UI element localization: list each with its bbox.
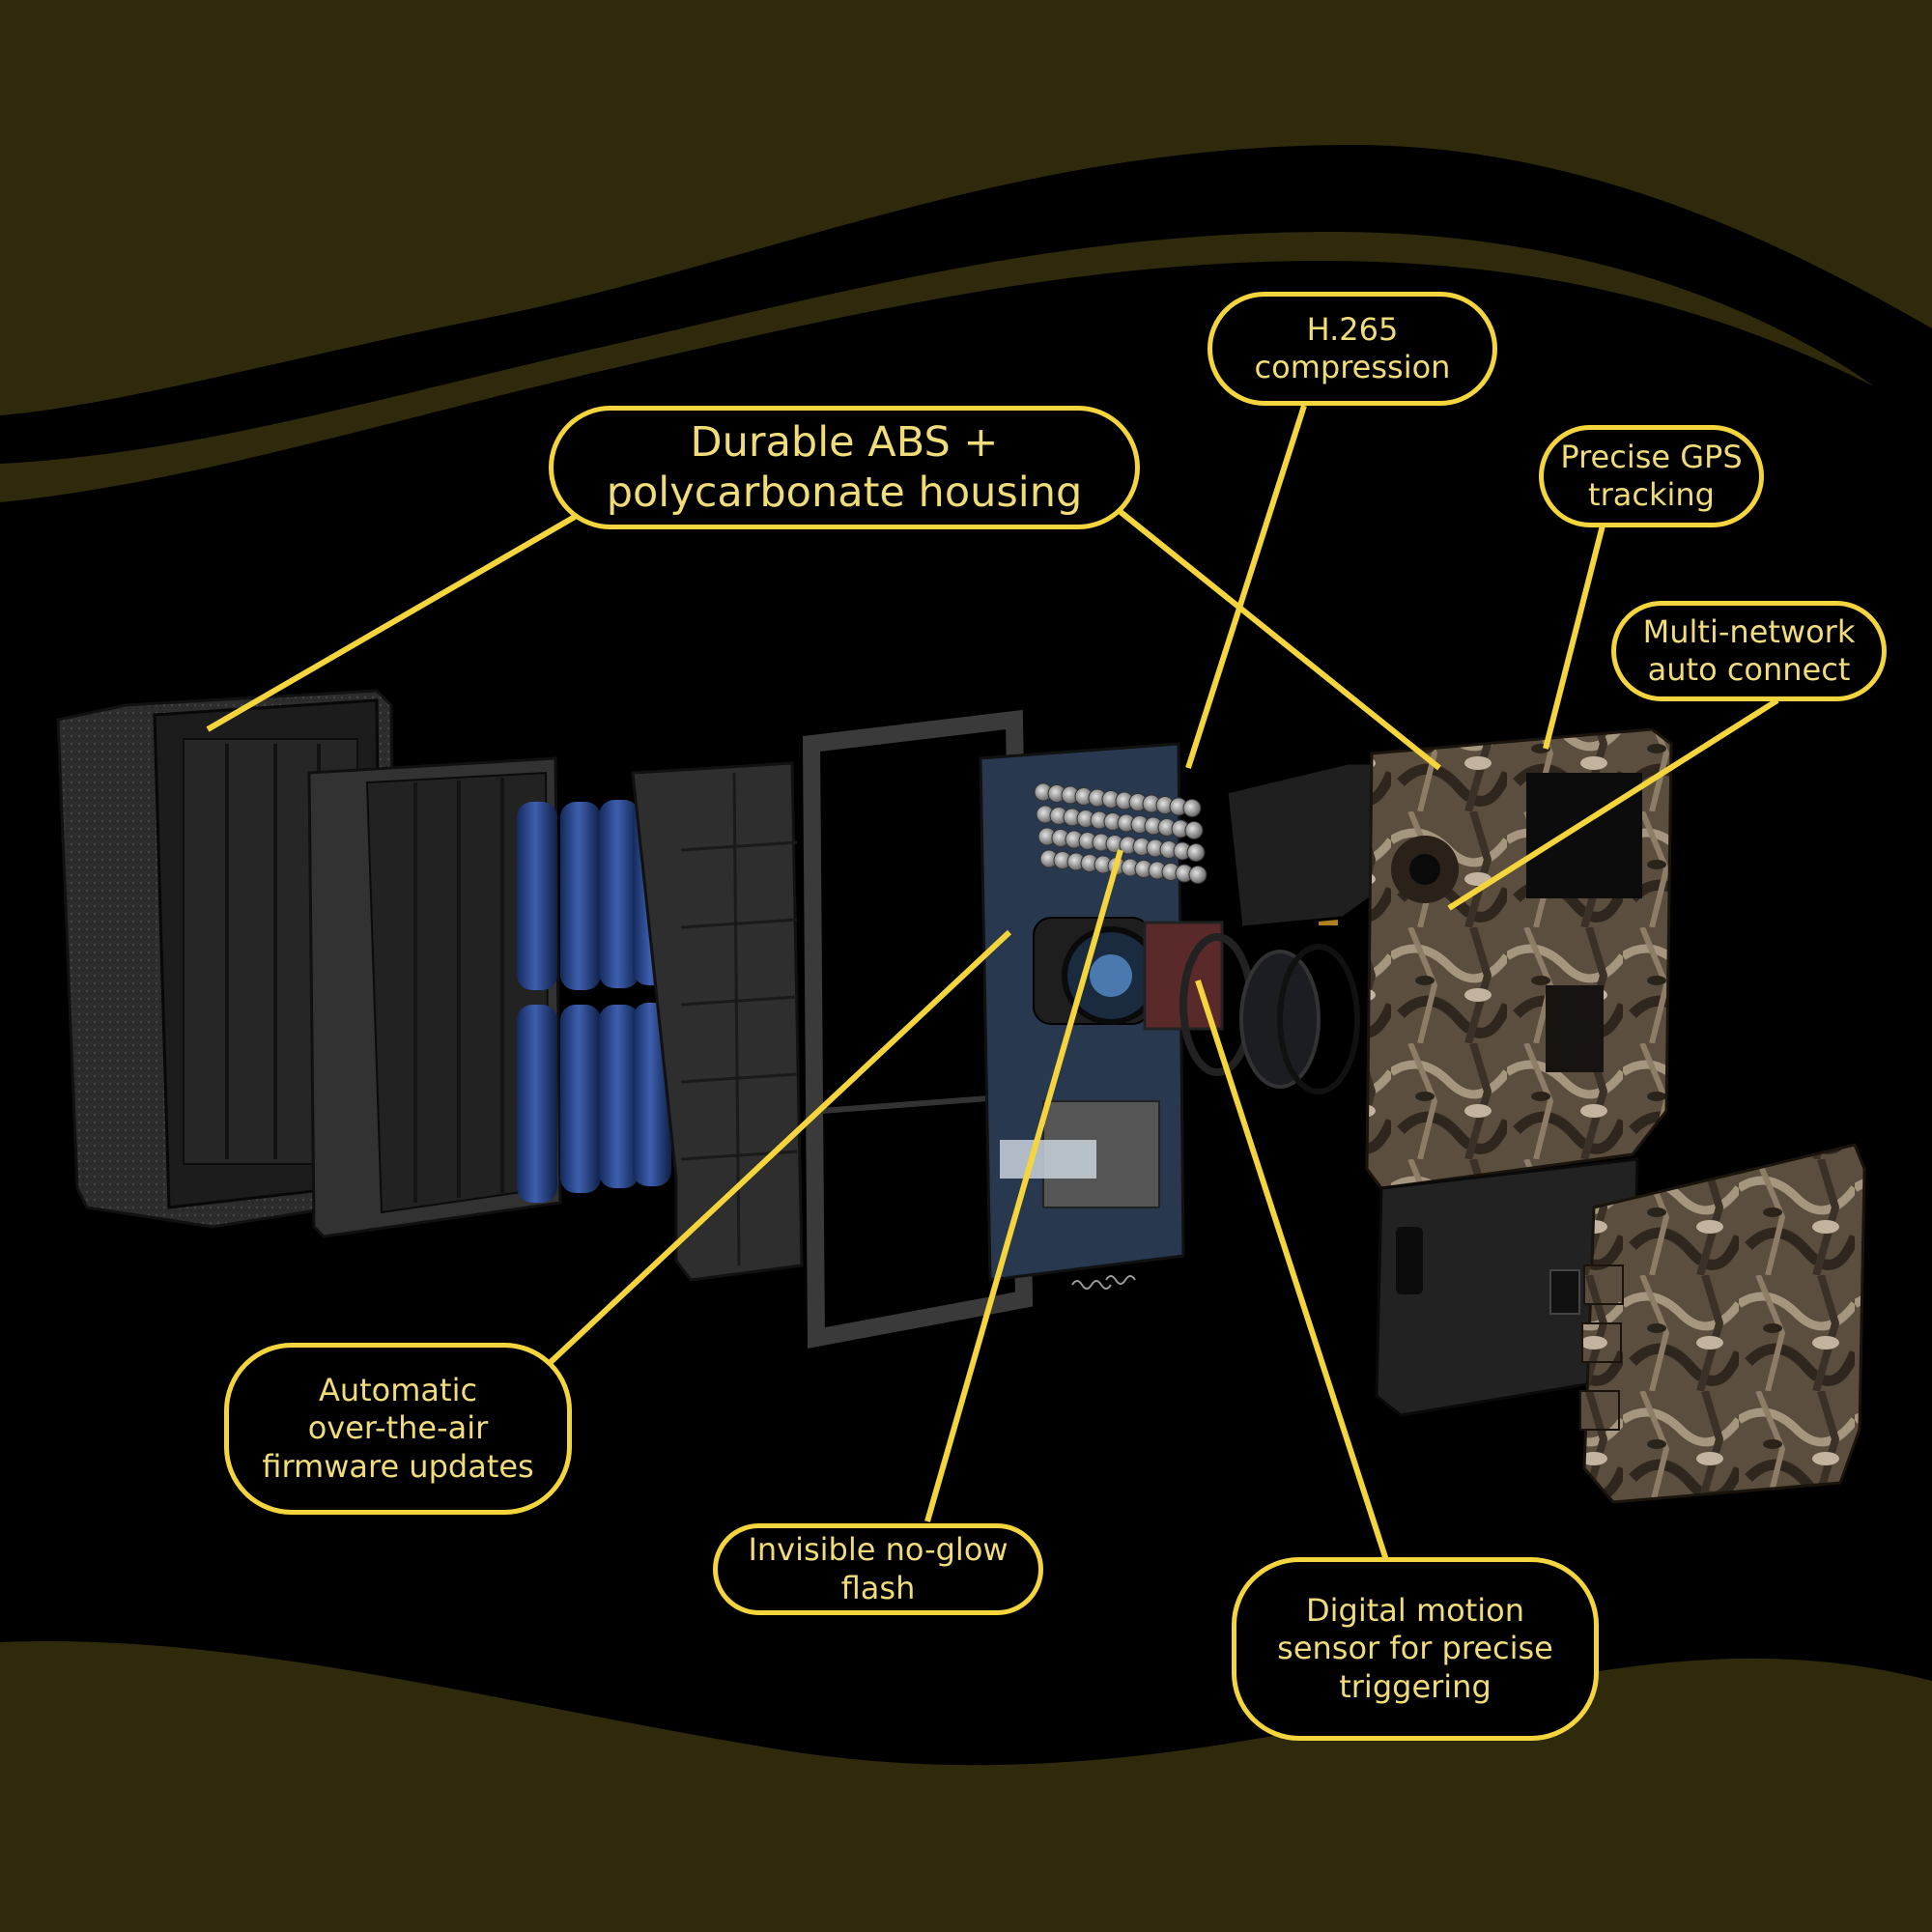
inner-frame	[631, 761, 804, 1282]
ir-led-array	[1034, 782, 1208, 884]
ir-led	[1188, 866, 1208, 884]
leader-gps	[1543, 521, 1606, 750]
callout-h265-compression: H.265 compression	[1208, 292, 1497, 406]
top-wave-band	[0, 0, 1932, 415]
callout-no-glow-flash: Invisible no-glow flash	[713, 1523, 1043, 1615]
leader-network	[1447, 697, 1779, 911]
leader-firmware	[548, 929, 1012, 1365]
gasket-frame	[802, 709, 1034, 1349]
front-camo-housing	[1365, 727, 1673, 1417]
callout-gps-tracking: Precise GPS tracking	[1539, 425, 1764, 527]
bottom-wave-band	[0, 1641, 1932, 1932]
leader-motion	[1195, 980, 1389, 1561]
callout-firmware-updates: Automatic over-the-air firmware updates	[224, 1343, 572, 1515]
leader-h265	[1185, 405, 1307, 769]
callout-motion-sensor: Digital motion sensor for precise trigge…	[1232, 1557, 1599, 1741]
top-wave-accent	[0, 232, 1874, 502]
leader-housing-right	[1119, 509, 1441, 771]
side-camo-cover	[1579, 1143, 1866, 1504]
lens-module	[1033, 885, 1360, 1094]
callout-multi-network: Multi-network auto connect	[1611, 601, 1887, 701]
ir-led	[1186, 843, 1206, 862]
ir-led	[1182, 799, 1202, 817]
battery-tray	[307, 756, 562, 1238]
sensor-plate	[1225, 761, 1393, 929]
springs	[1071, 1275, 1136, 1290]
leader-housing-left	[206, 514, 577, 732]
leader-flash	[924, 849, 1123, 1522]
leader-lines	[206, 405, 1779, 1561]
callout-housing: Durable ABS + polycarbonate housing	[549, 406, 1140, 529]
ir-led	[1184, 821, 1204, 839]
aa-batteries	[517, 797, 671, 1203]
